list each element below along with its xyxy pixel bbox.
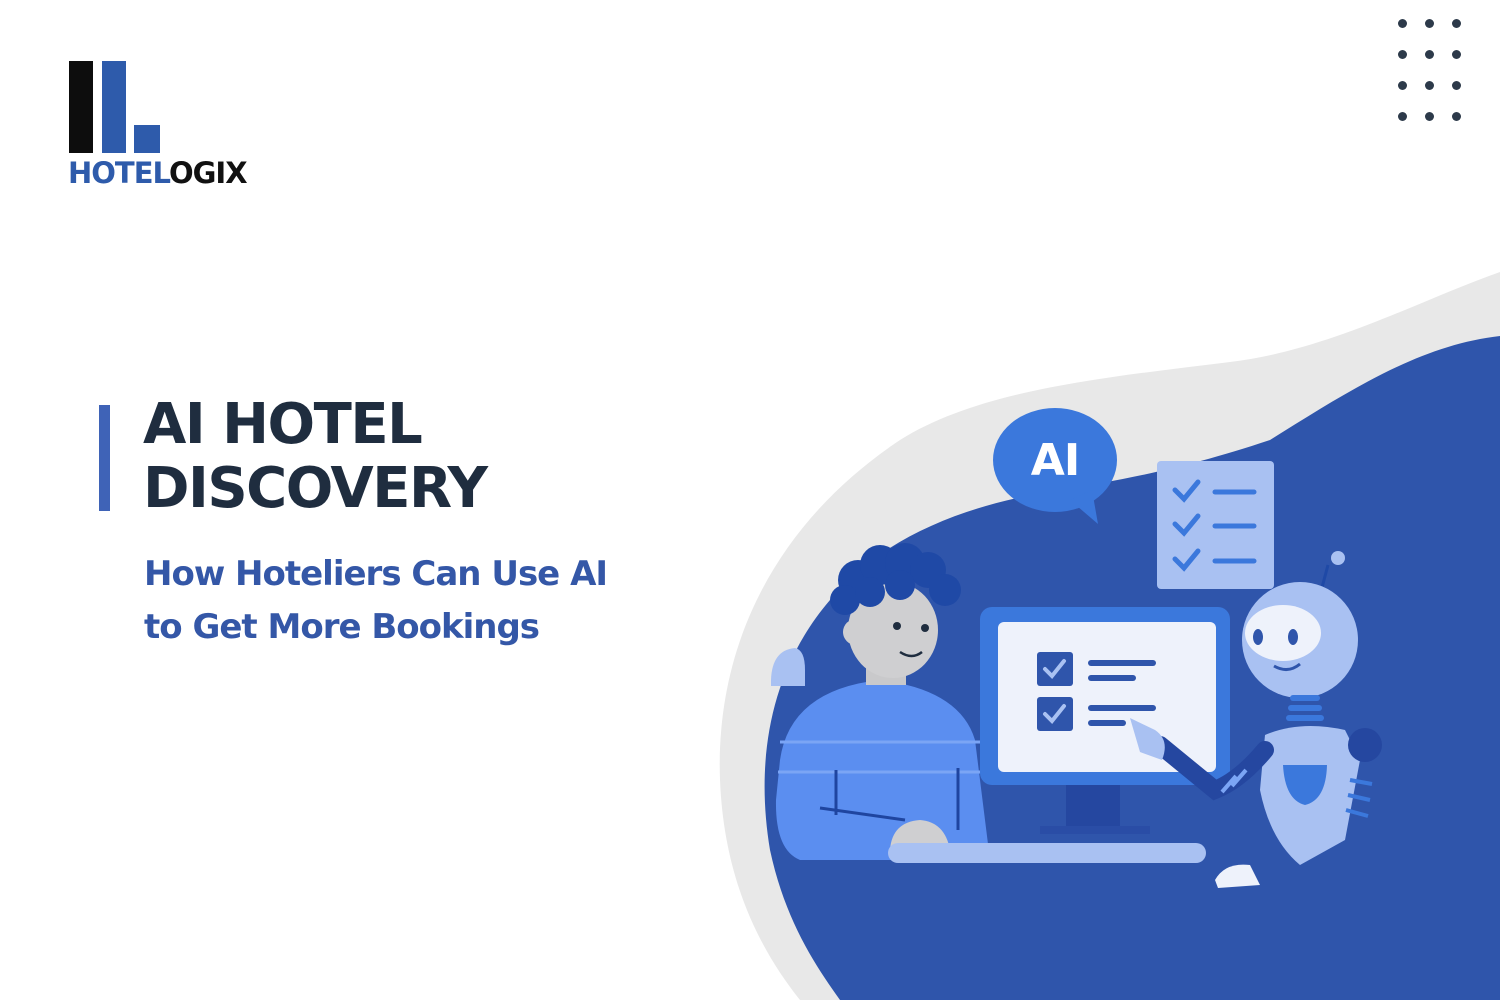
logo-wordmark-ogix: OGIX	[168, 156, 248, 190]
dot	[1398, 81, 1407, 90]
desk	[888, 843, 1206, 863]
robot-neck	[1286, 695, 1324, 721]
logo-wordmark-hotel: HOTEL	[68, 156, 170, 190]
person-hand	[890, 820, 950, 850]
robot-antenna	[1331, 551, 1345, 565]
dot	[1398, 50, 1407, 59]
subtitle-line-1: How Hoteliers Can Use AI	[144, 554, 608, 594]
ai-bubble-label: AI	[1030, 435, 1080, 486]
subtitle-line-2: to Get More Bookings	[144, 607, 540, 647]
decor-shape	[771, 648, 805, 686]
robot-hand-2	[1215, 864, 1260, 888]
dot	[1452, 50, 1461, 59]
ai-speech-bubble-shape	[993, 408, 1117, 524]
person-torso	[775, 680, 990, 860]
dot	[1452, 81, 1461, 90]
logo-block-blue	[134, 125, 160, 153]
person-hair	[830, 543, 961, 615]
dot	[1452, 112, 1461, 121]
title-line-1: AI HOTEL	[143, 392, 423, 457]
page-title: AI HOTEL DISCOVERY	[143, 392, 488, 521]
monitor-stand	[1066, 785, 1120, 830]
logo-bar-black	[69, 61, 93, 153]
dot	[1425, 19, 1434, 28]
monitor-screen	[998, 622, 1216, 772]
screen-checkbox-2	[1037, 697, 1073, 731]
page-subtitle: How Hoteliers Can Use AI to Get More Boo…	[144, 548, 704, 654]
dot-grid-icon	[1398, 19, 1468, 123]
logo-wordmark: HOTELOGIX	[68, 156, 248, 190]
dot	[1425, 112, 1434, 121]
hotelogix-logo[interactable]: HOTELOGIX	[68, 60, 258, 195]
dot	[1452, 19, 1461, 28]
robot-hand	[1130, 718, 1165, 760]
screen-checkbox-1	[1037, 652, 1073, 686]
dot	[1398, 112, 1407, 121]
title-line-2: DISCOVERY	[143, 456, 488, 521]
dot	[1425, 81, 1434, 90]
dot	[1398, 19, 1407, 28]
title-accent-bar	[99, 405, 110, 511]
logo-bar-blue	[102, 61, 126, 153]
dot	[1425, 50, 1434, 59]
